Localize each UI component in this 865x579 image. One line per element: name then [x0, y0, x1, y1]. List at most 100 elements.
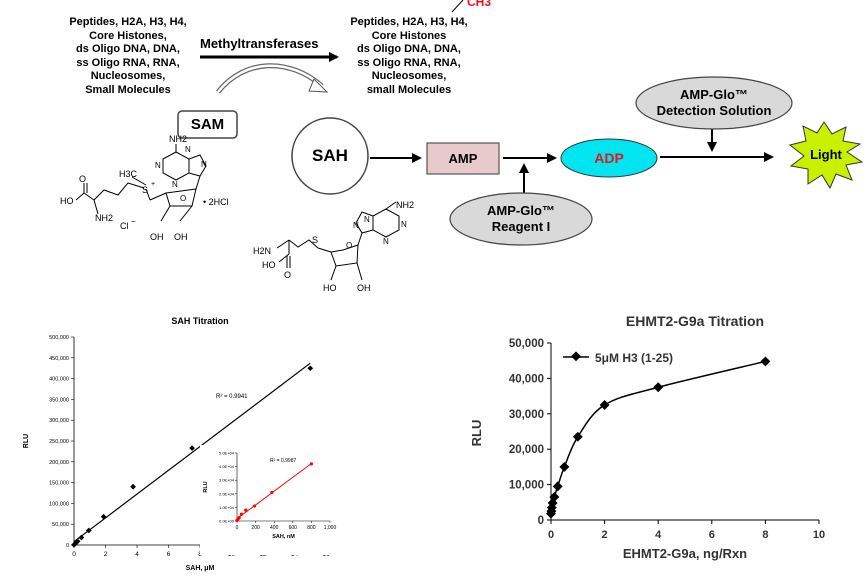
legend-label: 5μM H3 (1-25): [595, 351, 673, 365]
inset-x-tick-label: 800: [307, 525, 316, 531]
inset-data-point: [309, 462, 313, 466]
trendline: [73, 362, 311, 543]
svg-text:N: N: [172, 180, 178, 189]
light-label: Light: [810, 146, 842, 162]
detection-label: AMP-Glo™ Detection Solution: [656, 87, 772, 118]
svg-text:S: S: [312, 235, 318, 245]
inset-x-tick-label: 200: [251, 525, 260, 531]
data-point: [572, 431, 583, 442]
x-tick-label: 0: [72, 551, 76, 558]
inset-y-axis-label: RLU: [203, 481, 209, 492]
inset-y-tick-label: 1.0E+04: [219, 505, 235, 510]
svg-text:OH: OH: [174, 232, 188, 242]
y-tick-label: 450,000: [49, 356, 69, 362]
svg-text:HO: HO: [60, 196, 74, 206]
y-tick-label: 150,000: [49, 481, 69, 487]
methyl-bond: [451, 0, 464, 13]
data-point: [100, 513, 107, 520]
data-point: [189, 445, 195, 451]
sah-structure: [276, 201, 400, 281]
inset-y-tick-label: 5.0E+04: [219, 451, 235, 456]
svg-text:N: N: [185, 145, 191, 154]
svg-text:N: N: [201, 160, 207, 169]
y-tick-label: 300,000: [49, 418, 69, 424]
x-axis-label: SAH, μM: [186, 565, 215, 572]
svg-text:−: −: [131, 217, 136, 226]
sam-box: [177, 110, 238, 139]
data-point: [559, 461, 570, 472]
y-tick-label: 100,000: [49, 501, 69, 507]
substrates-left: Peptides, H2A, H3, H4, Core Histones, ds…: [69, 16, 187, 96]
svg-text:OH: OH: [357, 283, 371, 293]
curved-arrow: [216, 63, 324, 94]
ehmt2-titration-chart: EHMT2-G9a Titration 0 10,000 20,000 30,000 40…: [469, 313, 825, 561]
x-tick-label: 6: [709, 529, 715, 541]
inset-y-tick-label: 4.0E+04: [219, 464, 235, 469]
enzyme-label: Methyltransferases: [200, 36, 319, 51]
x-tick-label: 10: [813, 529, 825, 541]
y-tick-label: 40,000: [509, 373, 544, 385]
y-axis-label: RLU: [469, 420, 484, 447]
sah-label: SAH: [312, 146, 348, 165]
svg-text:• 2HCl: • 2HCl: [203, 197, 229, 207]
methyl-label: CH3: [467, 0, 491, 9]
svg-text:O: O: [79, 174, 86, 184]
data-point: [760, 356, 771, 367]
x-tick-label: 4: [655, 529, 662, 541]
inset-x-tick-label: 0: [236, 525, 239, 531]
svg-text:S: S: [142, 185, 148, 195]
adp-label: ADP: [594, 150, 624, 166]
y-tick-label: 200,000: [49, 460, 69, 466]
reagent-oval: [449, 192, 593, 246]
y-tick-label: 20,000: [509, 444, 544, 456]
inset-background: [200, 445, 340, 555]
inset-data-point: [244, 508, 248, 512]
y-tick-label: 250,000: [49, 439, 69, 445]
amp-label: AMP: [448, 151, 478, 166]
chart-title: EHMT2-G9a Titration: [626, 313, 764, 329]
inset-data-point: [252, 504, 257, 508]
x-tick-label: 2: [602, 529, 608, 541]
svg-text:OH: OH: [150, 232, 164, 242]
light-burst: [788, 121, 864, 190]
data-point: [130, 483, 136, 490]
svg-text:N: N: [155, 161, 161, 170]
svg-text:N: N: [383, 237, 389, 246]
svg-text:O: O: [346, 241, 352, 250]
y-tick-label: 500,000: [49, 335, 69, 341]
svg-text:N: N: [401, 220, 407, 229]
x-tick-label: 8: [762, 529, 768, 541]
inset-y-tick-label: 0.0E+00: [219, 519, 235, 524]
svg-text:O: O: [180, 194, 186, 203]
svg-text:HO: HO: [323, 283, 337, 293]
inset-r-squared-label: R² = 0.9987: [270, 458, 296, 464]
y-tick-label: 350,000: [49, 397, 69, 403]
substrates-right: Peptides, H2A, H3, H4, Core Histones ds …: [350, 16, 468, 96]
svg-text:O: O: [284, 270, 291, 280]
inset-x-tick-label: 600: [289, 525, 298, 531]
sam-atoms: NH2 H3C S + O HO NH2 Cl − OH OH N N N N …: [60, 134, 229, 242]
y-tick-label: 0: [66, 543, 69, 549]
detection-oval: [635, 76, 793, 130]
inset-trendline: [236, 463, 312, 520]
inset-data-point: [237, 516, 241, 520]
legend-marker: [571, 351, 581, 362]
inset-y-tick-label: 2.0E+04: [219, 491, 235, 496]
reaction-diagram: CH3: [60, 0, 864, 293]
x-tick-label: 0: [548, 529, 554, 541]
svg-text:NH2: NH2: [396, 200, 414, 210]
x-tick-label: 4: [135, 551, 139, 558]
data-point: [653, 382, 664, 393]
x-tick-label: 2: [104, 551, 108, 558]
svg-text:HO: HO: [262, 260, 276, 270]
data-point: [307, 365, 314, 372]
sah-circle: [291, 117, 369, 195]
svg-text:NH2: NH2: [169, 134, 187, 144]
y-tick-label: 10,000: [509, 480, 544, 492]
sah-atoms: NH2 H2N S HO O N N N N O HO OH: [253, 200, 414, 293]
inset-x-tick-label: 1,000: [324, 525, 337, 531]
r-squared-label: R² = 0.9941: [216, 394, 248, 400]
y-tick-label: 30,000: [509, 409, 544, 421]
svg-text:H3C: H3C: [119, 169, 138, 179]
data-point: [78, 534, 85, 541]
